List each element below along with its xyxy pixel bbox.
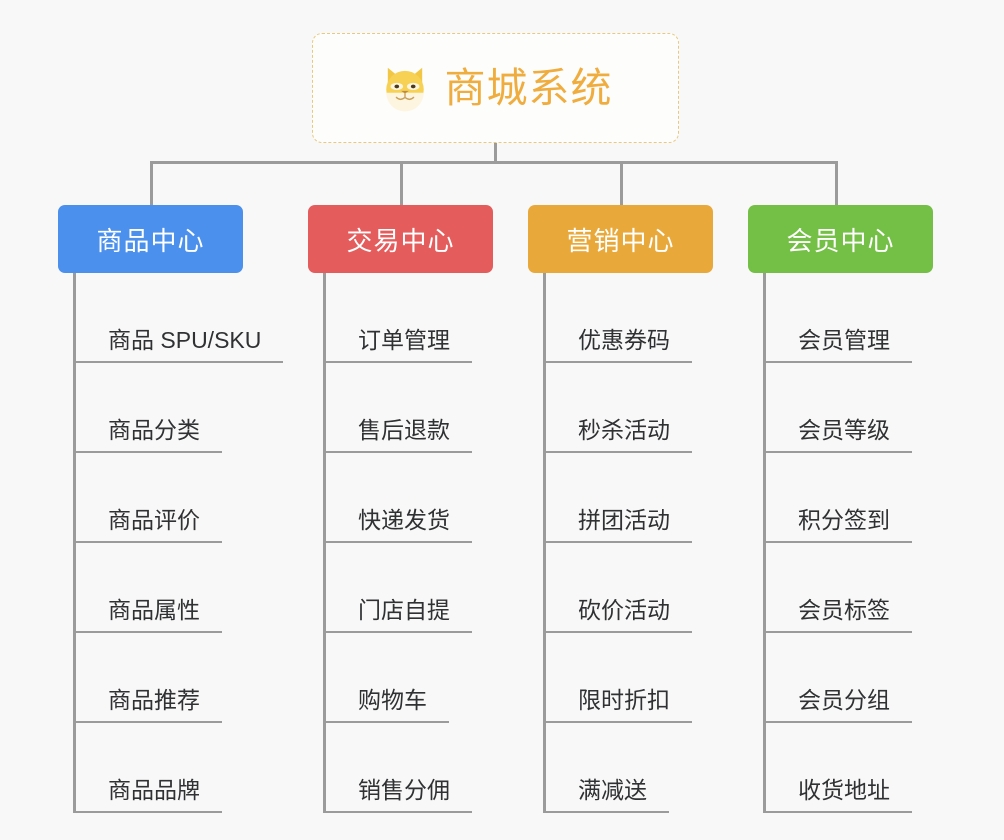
leaf-item-label: 会员等级: [766, 417, 912, 453]
leaf-item-label: 限时折扣: [546, 687, 692, 723]
leaf-item-label: 快递发货: [326, 507, 472, 543]
connector-spine: [543, 273, 546, 813]
shiba-dog-icon: [385, 67, 424, 112]
leaf-item[interactable]: 商品 SPU/SKU: [76, 273, 284, 363]
leaf-item-label: 订单管理: [326, 327, 472, 363]
leaf-item-label: 积分签到: [766, 507, 912, 543]
leaf-item-label: 购物车: [326, 687, 449, 723]
leaf-item-label: 会员分组: [766, 687, 912, 723]
leaf-item-label: 会员标签: [766, 597, 912, 633]
root-title: 商城系统: [444, 64, 613, 111]
leaf-item-label: 售后退款: [326, 417, 472, 453]
leaf-item[interactable]: 拼团活动: [546, 453, 692, 543]
leaf-item-label: 满减送: [546, 777, 669, 813]
connector-spine: [763, 273, 766, 813]
leaf-item[interactable]: 订单管理: [326, 273, 472, 363]
leaf-item-label: 商品评价: [76, 507, 222, 543]
leaf-item-label: 会员管理: [766, 327, 912, 363]
connector-bus: [150, 161, 838, 164]
connector-trunk: [494, 143, 497, 164]
category-label: 会员中心: [786, 225, 895, 256]
connector-spine: [73, 273, 76, 813]
category-box-marketing-center[interactable]: 营销中心: [528, 205, 713, 273]
leaf-item[interactable]: 会员分组: [766, 633, 912, 723]
category-box-product-center[interactable]: 商品中心: [58, 205, 243, 273]
leaf-item[interactable]: 商品属性: [76, 543, 222, 633]
connector-drop-1: [150, 161, 153, 205]
leaf-item-label: 收货地址: [766, 777, 912, 813]
connector-drop-2: [400, 161, 403, 205]
connector-spine: [323, 273, 326, 813]
category-box-member-center[interactable]: 会员中心: [748, 205, 933, 273]
leaf-item-label: 商品分类: [76, 417, 222, 453]
leaf-item[interactable]: 积分签到: [766, 453, 912, 543]
connector-drop-4: [835, 161, 838, 205]
leaf-item-label: 商品品牌: [76, 777, 222, 813]
leaf-item[interactable]: 销售分佣: [326, 723, 472, 813]
leaf-item[interactable]: 门店自提: [326, 543, 472, 633]
leaf-item[interactable]: 优惠券码: [546, 273, 692, 363]
leaf-item[interactable]: 售后退款: [326, 363, 472, 453]
leaf-item-label: 秒杀活动: [546, 417, 692, 453]
leaf-item[interactable]: 商品评价: [76, 453, 222, 543]
leaf-item[interactable]: 满减送: [546, 723, 669, 813]
leaf-item-label: 商品推荐: [76, 687, 222, 723]
leaf-item[interactable]: 商品推荐: [76, 633, 222, 723]
category-label: 交易中心: [346, 225, 455, 256]
leaf-item[interactable]: 会员标签: [766, 543, 912, 633]
leaf-item[interactable]: 会员管理: [766, 273, 912, 363]
leaf-item[interactable]: 快递发货: [326, 453, 472, 543]
leaf-item[interactable]: 商品分类: [76, 363, 222, 453]
leaf-item[interactable]: 会员等级: [766, 363, 912, 453]
leaf-item[interactable]: 砍价活动: [546, 543, 692, 633]
leaf-item-label: 商品 SPU/SKU: [76, 327, 284, 363]
leaf-item[interactable]: 秒杀活动: [546, 363, 692, 453]
leaf-item-label: 拼团活动: [546, 507, 692, 543]
category-box-trade-center[interactable]: 交易中心: [308, 205, 493, 273]
leaf-item-label: 商品属性: [76, 597, 222, 633]
leaf-item[interactable]: 限时折扣: [546, 633, 692, 723]
leaf-item[interactable]: 购物车: [326, 633, 449, 723]
leaf-item[interactable]: 收货地址: [766, 723, 912, 813]
leaf-item[interactable]: 商品品牌: [76, 723, 222, 813]
category-label: 商品中心: [96, 225, 205, 256]
leaf-item-label: 砍价活动: [546, 597, 692, 633]
leaf-item-label: 优惠券码: [546, 327, 692, 363]
leaf-item-label: 销售分佣: [326, 777, 472, 813]
connector-drop-3: [620, 161, 623, 205]
root-node[interactable]: 商城系统: [312, 33, 679, 143]
category-label: 营销中心: [566, 225, 675, 256]
leaf-item-label: 门店自提: [326, 597, 472, 633]
